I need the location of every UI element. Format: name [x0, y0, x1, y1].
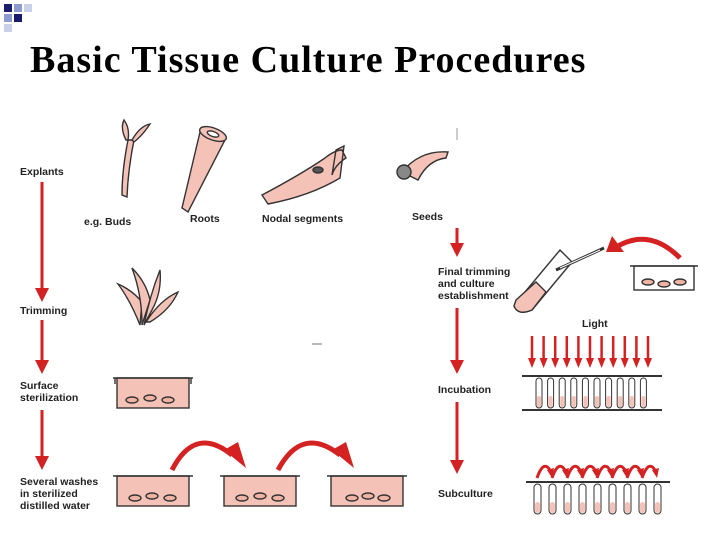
subculture-arrow-head — [652, 468, 659, 478]
tube-medium — [655, 502, 660, 513]
bud-explant-drawing — [121, 118, 152, 199]
tube-medium — [625, 502, 630, 513]
light-arrow-head — [562, 358, 571, 368]
seed-explant-drawing — [396, 151, 449, 181]
step-label-explants: Explants — [20, 166, 64, 178]
right-flow-arrows — [450, 228, 464, 474]
step-label-incubation: Incubation — [438, 384, 492, 396]
light-arrow-head — [551, 358, 560, 368]
tube-medium — [610, 502, 615, 513]
light-arrow-head — [597, 358, 606, 368]
nodal-explant-drawing — [260, 144, 347, 205]
caption-roots: Roots — [190, 213, 220, 225]
wash-dish-1 — [116, 475, 190, 507]
step-label-surface-sterilization: Surface sterilization — [20, 380, 79, 404]
sterilization-dish — [113, 377, 193, 409]
left-flow-arrows — [35, 182, 49, 470]
light-arrow-head — [632, 358, 641, 368]
culture-establishment-drawing — [513, 246, 698, 313]
subculture-arrows — [535, 464, 659, 479]
incubation-tube-rack — [522, 375, 662, 411]
tube-medium — [618, 396, 623, 407]
wash-dish-2 — [223, 475, 297, 507]
wash-dish-3 — [330, 475, 404, 507]
corner-bullet-icon — [4, 4, 32, 32]
trimmed-leaves-drawing — [115, 267, 180, 326]
caption-light: Light — [582, 318, 608, 330]
tube-medium — [560, 396, 565, 407]
light-arrow-head — [644, 358, 652, 368]
light-arrows — [528, 336, 652, 368]
tube-medium — [583, 396, 588, 407]
wash-transfer-arrows — [169, 440, 342, 472]
transfer-arrow-2 — [275, 440, 342, 472]
tube-medium — [641, 396, 646, 407]
step-label-trimming: Trimming — [20, 305, 68, 317]
transfer-to-tube-arrow — [616, 236, 682, 260]
tube-medium — [537, 396, 541, 407]
caption-buds: e.g. Buds — [84, 216, 132, 228]
wash-dishes — [113, 475, 407, 507]
caption-nodal-segments: Nodal segments — [262, 213, 344, 225]
light-arrow-head — [528, 358, 536, 368]
tube-medium — [550, 502, 555, 513]
subculture-tube-rack — [526, 481, 670, 515]
page-title: Basic Tissue Culture Procedures — [30, 39, 587, 81]
root-explant-drawing — [181, 125, 228, 214]
step-label-final-trimming: Final trimming and culture establishment — [438, 266, 511, 302]
light-arrow-head — [539, 358, 548, 368]
transfer-arrow-1 — [169, 440, 234, 472]
light-arrow-head — [609, 358, 618, 368]
tube-medium — [606, 396, 611, 407]
tube-medium — [565, 502, 570, 513]
step-label-subculture: Subculture — [438, 488, 493, 500]
tube-medium — [595, 502, 600, 513]
light-arrow-head — [620, 358, 629, 368]
tube-medium — [640, 502, 645, 513]
tube-medium — [629, 396, 634, 407]
step-label-washes: Several washes in sterilized distilled w… — [20, 476, 99, 512]
tube-medium — [595, 396, 599, 407]
caption-seeds: Seeds — [412, 211, 443, 223]
tube-medium — [535, 502, 540, 513]
light-arrow-head — [574, 358, 583, 368]
light-arrow-head — [586, 358, 594, 368]
tube-medium — [548, 396, 553, 407]
tube-medium — [580, 502, 585, 513]
tube-medium — [571, 396, 576, 407]
